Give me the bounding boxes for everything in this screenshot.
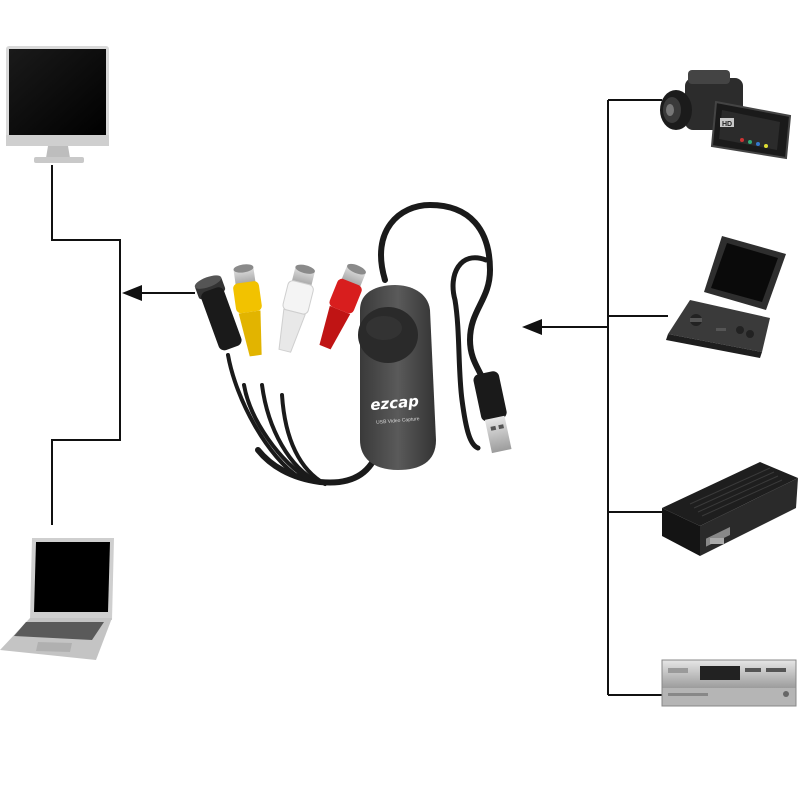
rca-white-connector [278, 264, 315, 353]
set-top-box-icon [662, 462, 798, 556]
camcorder-icon: HD [660, 70, 792, 160]
usb-capture-device: ezcap USB Video Capture [194, 201, 512, 486]
game-console-icon [666, 236, 786, 358]
device-cables [226, 201, 494, 486]
camcorder-hd-badge: HD [722, 121, 732, 128]
s-video-connector [194, 275, 242, 351]
capture-device-body: ezcap USB Video Capture [358, 285, 436, 470]
desktop-monitor-icon [6, 46, 109, 163]
output-connection-lines [51, 165, 121, 525]
laptop-icon [0, 538, 114, 660]
rca-red-connector [319, 263, 366, 350]
device-subtitle-label: USB Video Capture [376, 416, 420, 426]
dvd-player-icon [661, 659, 797, 707]
rca-yellow-connector [233, 264, 262, 357]
source-connection-lines [607, 99, 668, 696]
usb-plug-connector [473, 371, 512, 454]
device-brand-label: ezcap [370, 392, 420, 414]
arrow-from-sources [522, 319, 608, 335]
arrow-to-outputs [122, 285, 195, 301]
